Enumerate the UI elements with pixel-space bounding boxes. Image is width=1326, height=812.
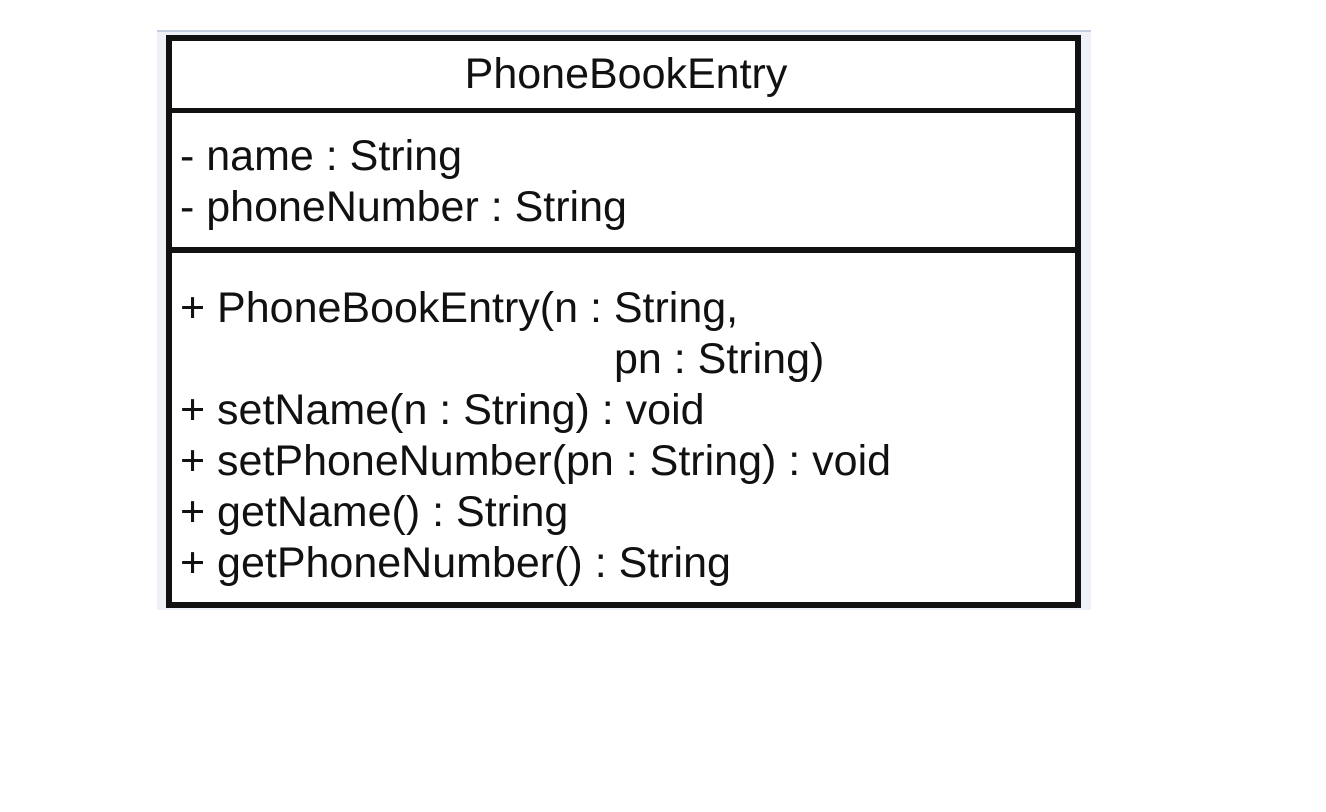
class-name: PhoneBookEntry	[464, 50, 788, 98]
attribute-name: - name : String	[180, 132, 462, 180]
class-name-compartment: PhoneBookEntry	[172, 41, 1075, 113]
method-get-name: + getName() : String	[180, 488, 569, 536]
method-set-phone-number: + setPhoneNumber(pn : String) : void	[180, 437, 892, 485]
method-set-name: + setName(n : String) : void	[180, 386, 705, 434]
method-constructor-continuation: pn : String)	[614, 335, 825, 383]
uml-class-box: PhoneBookEntry - name : String - phoneNu…	[166, 35, 1081, 608]
attributes-compartment: - name : String - phoneNumber : String	[172, 113, 1075, 253]
method-get-phone-number: + getPhoneNumber() : String	[180, 539, 731, 587]
attribute-phone-number: - phoneNumber : String	[180, 183, 627, 231]
method-constructor: + PhoneBookEntry(n : String,	[180, 284, 739, 332]
methods-compartment: + PhoneBookEntry(n : String, pn : String…	[172, 253, 1075, 602]
